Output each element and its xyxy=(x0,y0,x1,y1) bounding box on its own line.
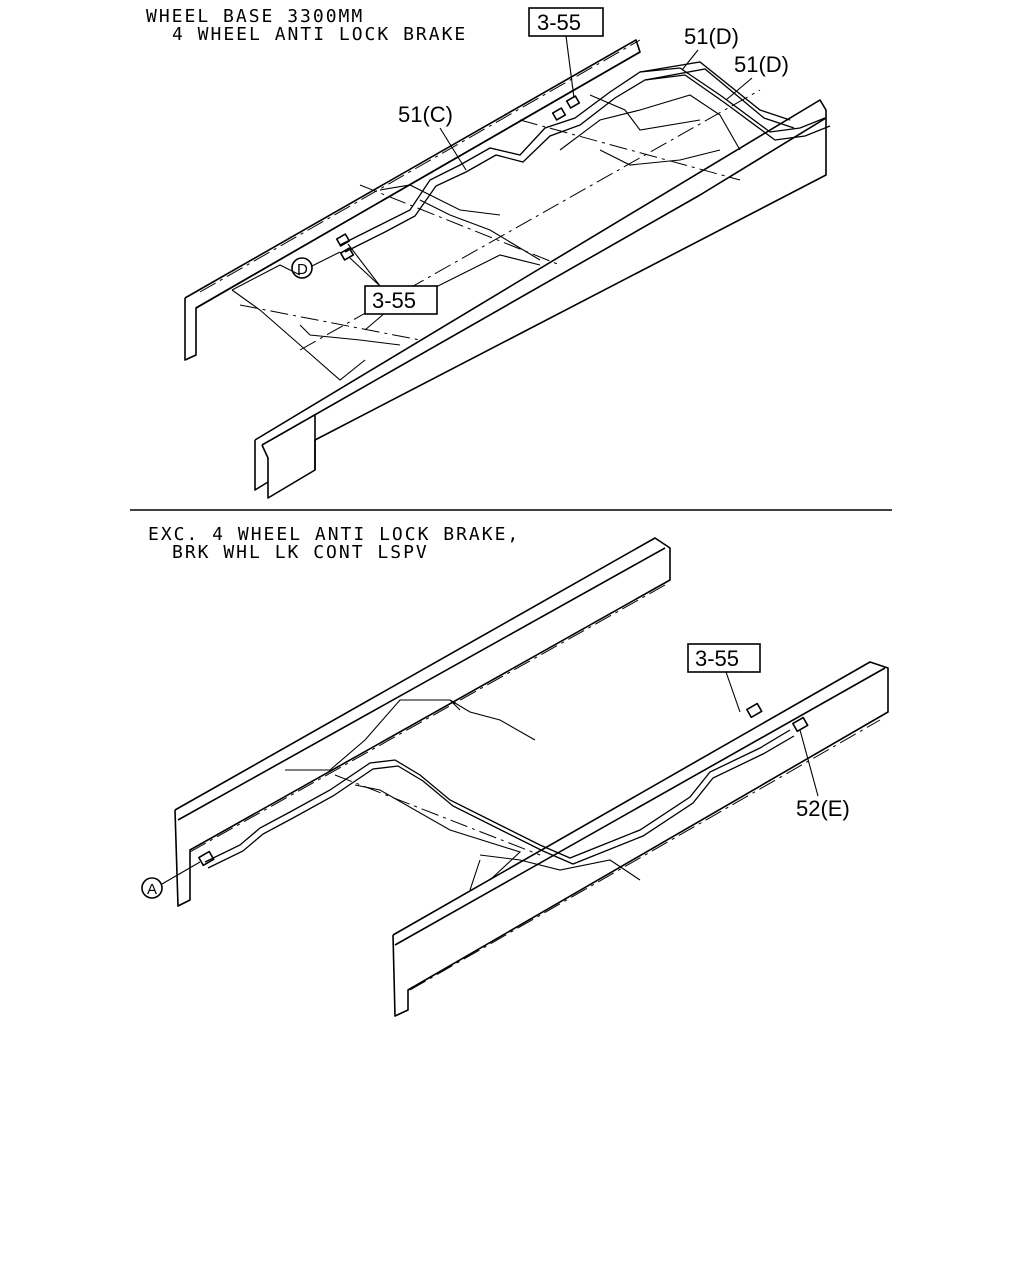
circle-a-marker xyxy=(141,877,163,899)
ref-box-left xyxy=(364,285,438,315)
bottom-section: EXC. 4 WHEEL ANTI LOCK BRAKE, BRK WHL LK… xyxy=(141,524,889,1017)
top-cross-members xyxy=(231,94,741,381)
ref-box-left-label: 3-55 xyxy=(372,288,416,313)
top-section: WHEEL BASE 3300MM 4 WHEEL ANTI LOCK BRAK… xyxy=(146,6,831,499)
bottom-frame-near-rail xyxy=(392,661,889,1017)
circle-a-label: A xyxy=(147,881,157,898)
top-frame-near-rail xyxy=(254,99,827,499)
top-fittings xyxy=(335,95,581,261)
top-header-line2: 4 WHEEL ANTI LOCK BRAKE xyxy=(172,24,467,45)
bottom-cross-members xyxy=(285,699,641,891)
part-52e-label: 52(E) xyxy=(796,796,850,821)
top-callouts: 3-55 3-55 51(C) 51(D) 51(D) D xyxy=(291,7,789,315)
bottom-brake-pipes xyxy=(204,729,795,869)
circle-d-label: D xyxy=(297,261,308,278)
bottom-header-line1: EXC. 4 WHEEL ANTI LOCK BRAKE, xyxy=(148,524,520,545)
top-frame-far-rail xyxy=(184,39,641,361)
top-header-line1: WHEEL BASE 3300MM xyxy=(146,6,364,27)
ref-box-top-label: 3-55 xyxy=(537,10,581,35)
ref-box-bottom-label: 3-55 xyxy=(695,646,739,671)
bottom-centerlines xyxy=(189,584,881,991)
bottom-fittings xyxy=(198,702,809,867)
part-51c-label: 51(C) xyxy=(398,102,453,127)
part-51d-b-label: 51(D) xyxy=(734,52,789,77)
top-brake-pipes xyxy=(339,61,831,253)
circle-d-marker xyxy=(291,257,313,279)
bottom-header-line2: BRK WHL LK CONT LSPV xyxy=(172,542,429,563)
part-51d-a-label: 51(D) xyxy=(684,24,739,49)
top-centerlines xyxy=(199,39,761,351)
bottom-callouts: 3-55 52(E) A xyxy=(141,643,850,899)
bottom-frame-far-rail xyxy=(174,537,671,907)
ref-box-top xyxy=(528,7,604,37)
ref-box-bottom xyxy=(687,643,761,673)
